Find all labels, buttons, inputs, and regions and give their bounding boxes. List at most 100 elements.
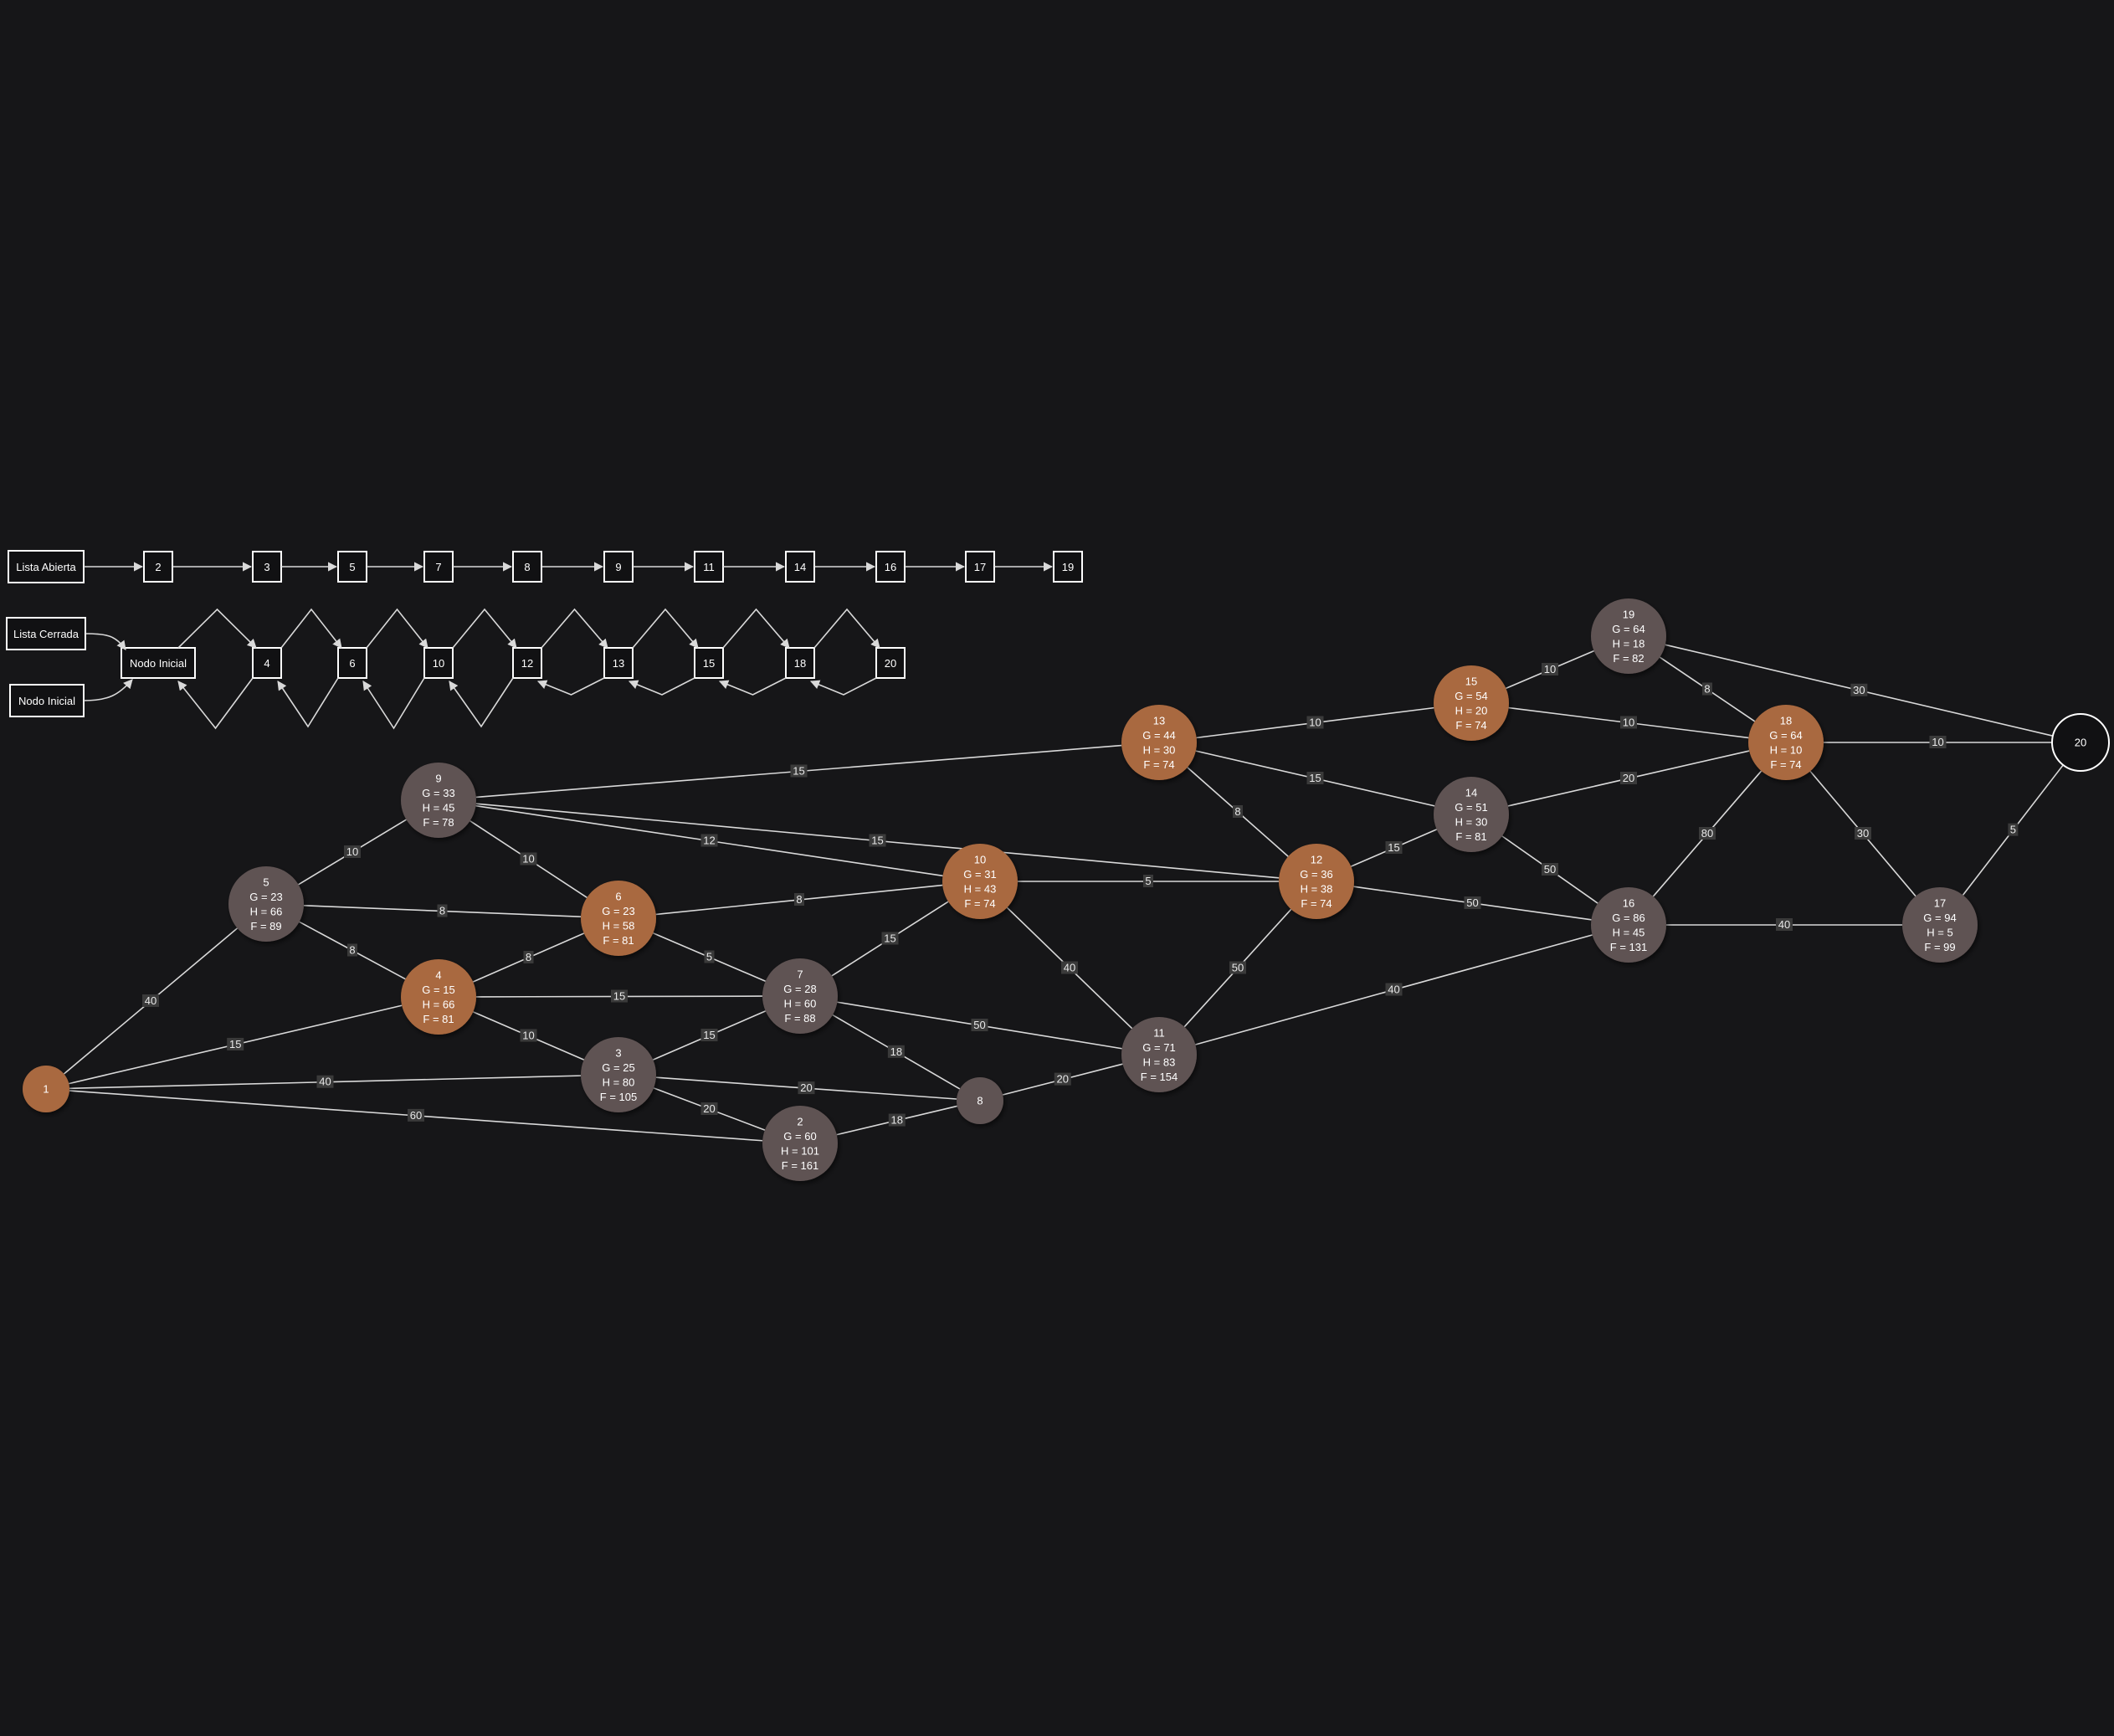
node-cost-label: G = 51 [1455,801,1487,814]
node-14[interactable]: 14G = 51H = 30F = 81 [1434,777,1509,852]
edge-weight-bg [700,1102,718,1115]
node-cost-label: H = 80 [603,1076,635,1088]
closed-list-next-arrow [813,608,880,649]
open-list-item: 16 [875,551,906,583]
edge-weight: 40 [1064,962,1075,974]
edge-weight-bg [408,1108,425,1122]
node-17[interactable]: 17G = 94H = 5F = 99 [1902,887,1978,963]
closed-list-prev-arrow [177,677,254,730]
node-9[interactable]: 9G = 33H = 45F = 78 [401,763,476,838]
svg-text:2: 2 [155,561,161,573]
edge-11-12: 50 [1183,908,1292,1028]
edge-weight-bg [1233,805,1243,818]
edge-weight-bg [1385,841,1403,854]
node-circle [228,866,304,942]
node-1[interactable]: 1 [23,1066,69,1112]
edge-weight-bg [1620,772,1637,784]
edge-7-10: 15 [831,901,949,977]
edge-10-11: 40 [1006,907,1133,1030]
node-cost-label: H = 18 [1613,637,1645,650]
edge-4-6: 8 [472,932,585,983]
edge-weight: 10 [346,845,358,858]
node-cost-label: H = 10 [1770,743,1803,756]
open-list-item: 2 [143,551,173,583]
edge-7-8: 18 [832,1014,961,1090]
node-cost-label: F = 74 [1455,719,1486,732]
edge-9-10: 12 [475,804,943,877]
svg-text:17: 17 [974,561,986,573]
edge-4-3: 10 [472,1011,585,1061]
node-4[interactable]: 4G = 15H = 66F = 81 [401,959,476,1035]
edge-weight: 15 [1388,841,1399,854]
node-cost-label: F = 105 [600,1091,637,1103]
edge-weight: 20 [703,1102,715,1115]
edge-weight: 8 [1704,683,1710,696]
node-circle [1279,844,1354,919]
node-3[interactable]: 3G = 25H = 80F = 105 [581,1037,656,1112]
edge-weight-bg [141,994,159,1007]
edge-weight: 20 [1057,1073,1069,1086]
edge-18-20: 10 [1824,736,2052,748]
edge-13-12: 8 [1187,767,1289,857]
edge-weight-bg [611,989,628,1003]
closed-list-item: 18 [785,647,815,679]
edge-weight: 8 [796,893,802,906]
edge-weight-bg [1229,961,1246,974]
edge-weight-bg [1306,772,1324,784]
graph-edges: 4015406010881515121081510851520201815501… [63,644,2064,1142]
node-cost-label: F = 74 [1143,758,1174,771]
node-18[interactable]: 18G = 64H = 10F = 74 [1748,705,1824,780]
closed-list-next-arrow [632,608,699,649]
node-cost-label: F = 74 [964,897,995,910]
node-circle [1121,1017,1197,1092]
node-cost-label: G = 60 [783,1130,816,1143]
edge-weight-bg [798,1081,815,1095]
node-16[interactable]: 16G = 86H = 45F = 131 [1591,887,1666,963]
node-cost-label: G = 64 [1612,623,1645,635]
node-8[interactable]: 8 [957,1077,1003,1124]
closed-list-next-arrow [541,608,608,649]
node-13[interactable]: 13G = 44H = 30F = 74 [1121,705,1197,780]
open-list-item: 11 [694,551,724,583]
node-12[interactable]: 12G = 36H = 38F = 74 [1279,844,1354,919]
node-5[interactable]: 5G = 23H = 66F = 89 [228,866,304,942]
edge-weight-bg [520,852,537,865]
node-id-label: 1 [43,1083,49,1096]
node-cost-label: G = 23 [602,905,634,917]
closed-list-item: 4 [252,647,282,679]
node-7[interactable]: 7G = 28H = 60F = 88 [762,958,838,1034]
node-10[interactable]: 10G = 31H = 43F = 74 [942,844,1018,919]
node-circle [762,1106,838,1181]
node-15[interactable]: 15G = 54H = 20F = 74 [1434,665,1509,741]
node-6[interactable]: 6G = 23H = 58F = 81 [581,881,656,956]
edge-weight: 10 [1623,716,1634,729]
closed-list-next-arrow [280,608,342,649]
edge-9-13: 15 [475,744,1122,799]
edge-weight-bg [227,1037,244,1050]
node-11[interactable]: 11G = 71H = 83F = 154 [1121,1017,1197,1092]
edge-16-17: 40 [1666,918,1902,931]
node-cost-label: H = 45 [1613,926,1645,938]
node-circle [2051,713,2110,772]
node-circle [401,763,476,838]
node-20[interactable]: 20 [2051,713,2110,772]
edge-weight: 60 [410,1109,422,1122]
edge-weight: 10 [1544,663,1556,675]
edge-weight-bg [1306,716,1324,729]
node-id-label: 14 [1465,786,1477,799]
node-circle [1591,887,1666,963]
edge-1-2: 60 [69,1090,763,1142]
node-cost-label: F = 74 [1301,897,1332,910]
svg-text:11: 11 [703,561,715,573]
node-cost-label: H = 60 [784,997,817,1009]
node-19[interactable]: 19G = 64H = 18F = 82 [1591,598,1666,674]
closed-list-next-arrow [366,608,428,649]
node-id-label: 13 [1153,714,1165,727]
closed-list-prev-arrow [718,677,787,696]
edge-5-4: 8 [299,921,406,980]
closed-list-item: 15 [694,647,724,679]
initial-node-title: Nodo Inicial [18,695,75,707]
